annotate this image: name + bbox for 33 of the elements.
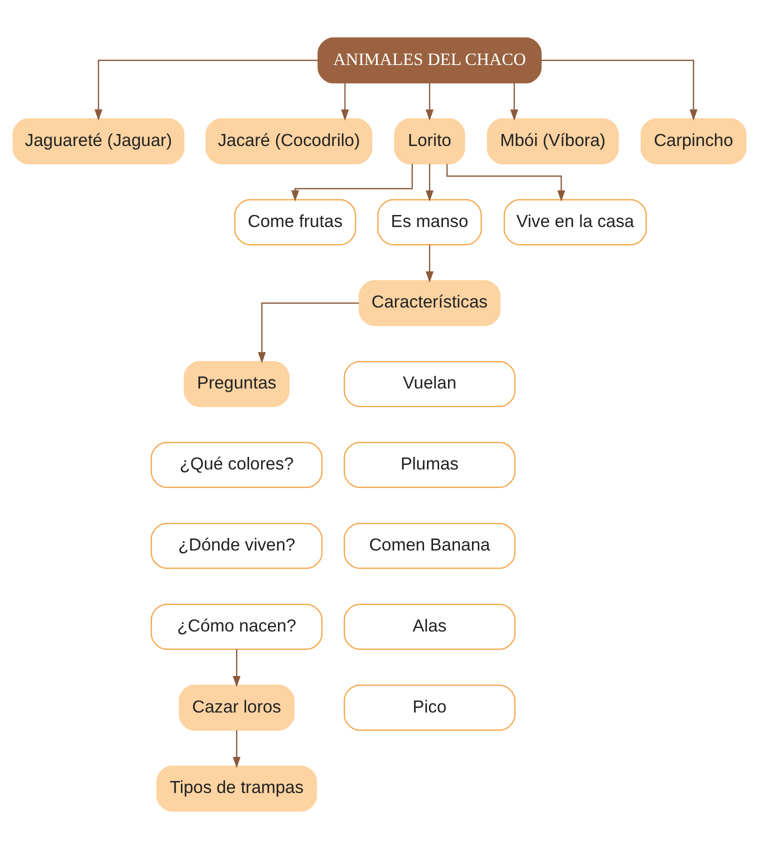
node-box: Jaguareté (Jaguar): [12, 118, 184, 164]
node-box: Jacaré (Cocodrilo): [206, 118, 372, 164]
arrow: [341, 82, 349, 121]
node-box: Vive en la casa: [504, 199, 647, 246]
arrow: [258, 302, 359, 364]
node-box: Plumas: [344, 442, 516, 488]
node-box: Lorito: [394, 118, 466, 164]
arrow: [426, 164, 434, 202]
arrow: [541, 60, 698, 121]
arrow: [446, 164, 566, 202]
node-box: Come frutas: [234, 199, 356, 246]
node-box: Tipos de trampas: [156, 766, 317, 812]
node-box: Vuelan: [344, 361, 516, 408]
arrow: [232, 649, 241, 688]
node-box: ¿Qué colores?: [150, 442, 323, 488]
arrow: [426, 244, 434, 283]
node-box: Carpincho: [640, 118, 746, 164]
node-box: ANIMALES DEL CHACO: [318, 37, 542, 84]
node-box: ¿Dónde viven?: [150, 522, 323, 569]
arrow: [94, 60, 318, 121]
node-box: Es manso: [377, 199, 482, 246]
arrow: [426, 82, 434, 121]
node-box: Cazar loros: [178, 684, 295, 731]
arrow: [510, 82, 518, 121]
arrow: [232, 730, 241, 768]
node-box: Preguntas: [184, 361, 290, 408]
node-box: Mbói (Víbora): [486, 118, 619, 164]
node-box: ¿Cómo nacen?: [150, 604, 323, 650]
arrow: [291, 164, 413, 202]
node-box: Pico: [344, 684, 516, 731]
node-box: Características: [358, 280, 501, 326]
node-box: Comen Banana: [344, 522, 516, 569]
node-box: Alas: [344, 604, 516, 650]
